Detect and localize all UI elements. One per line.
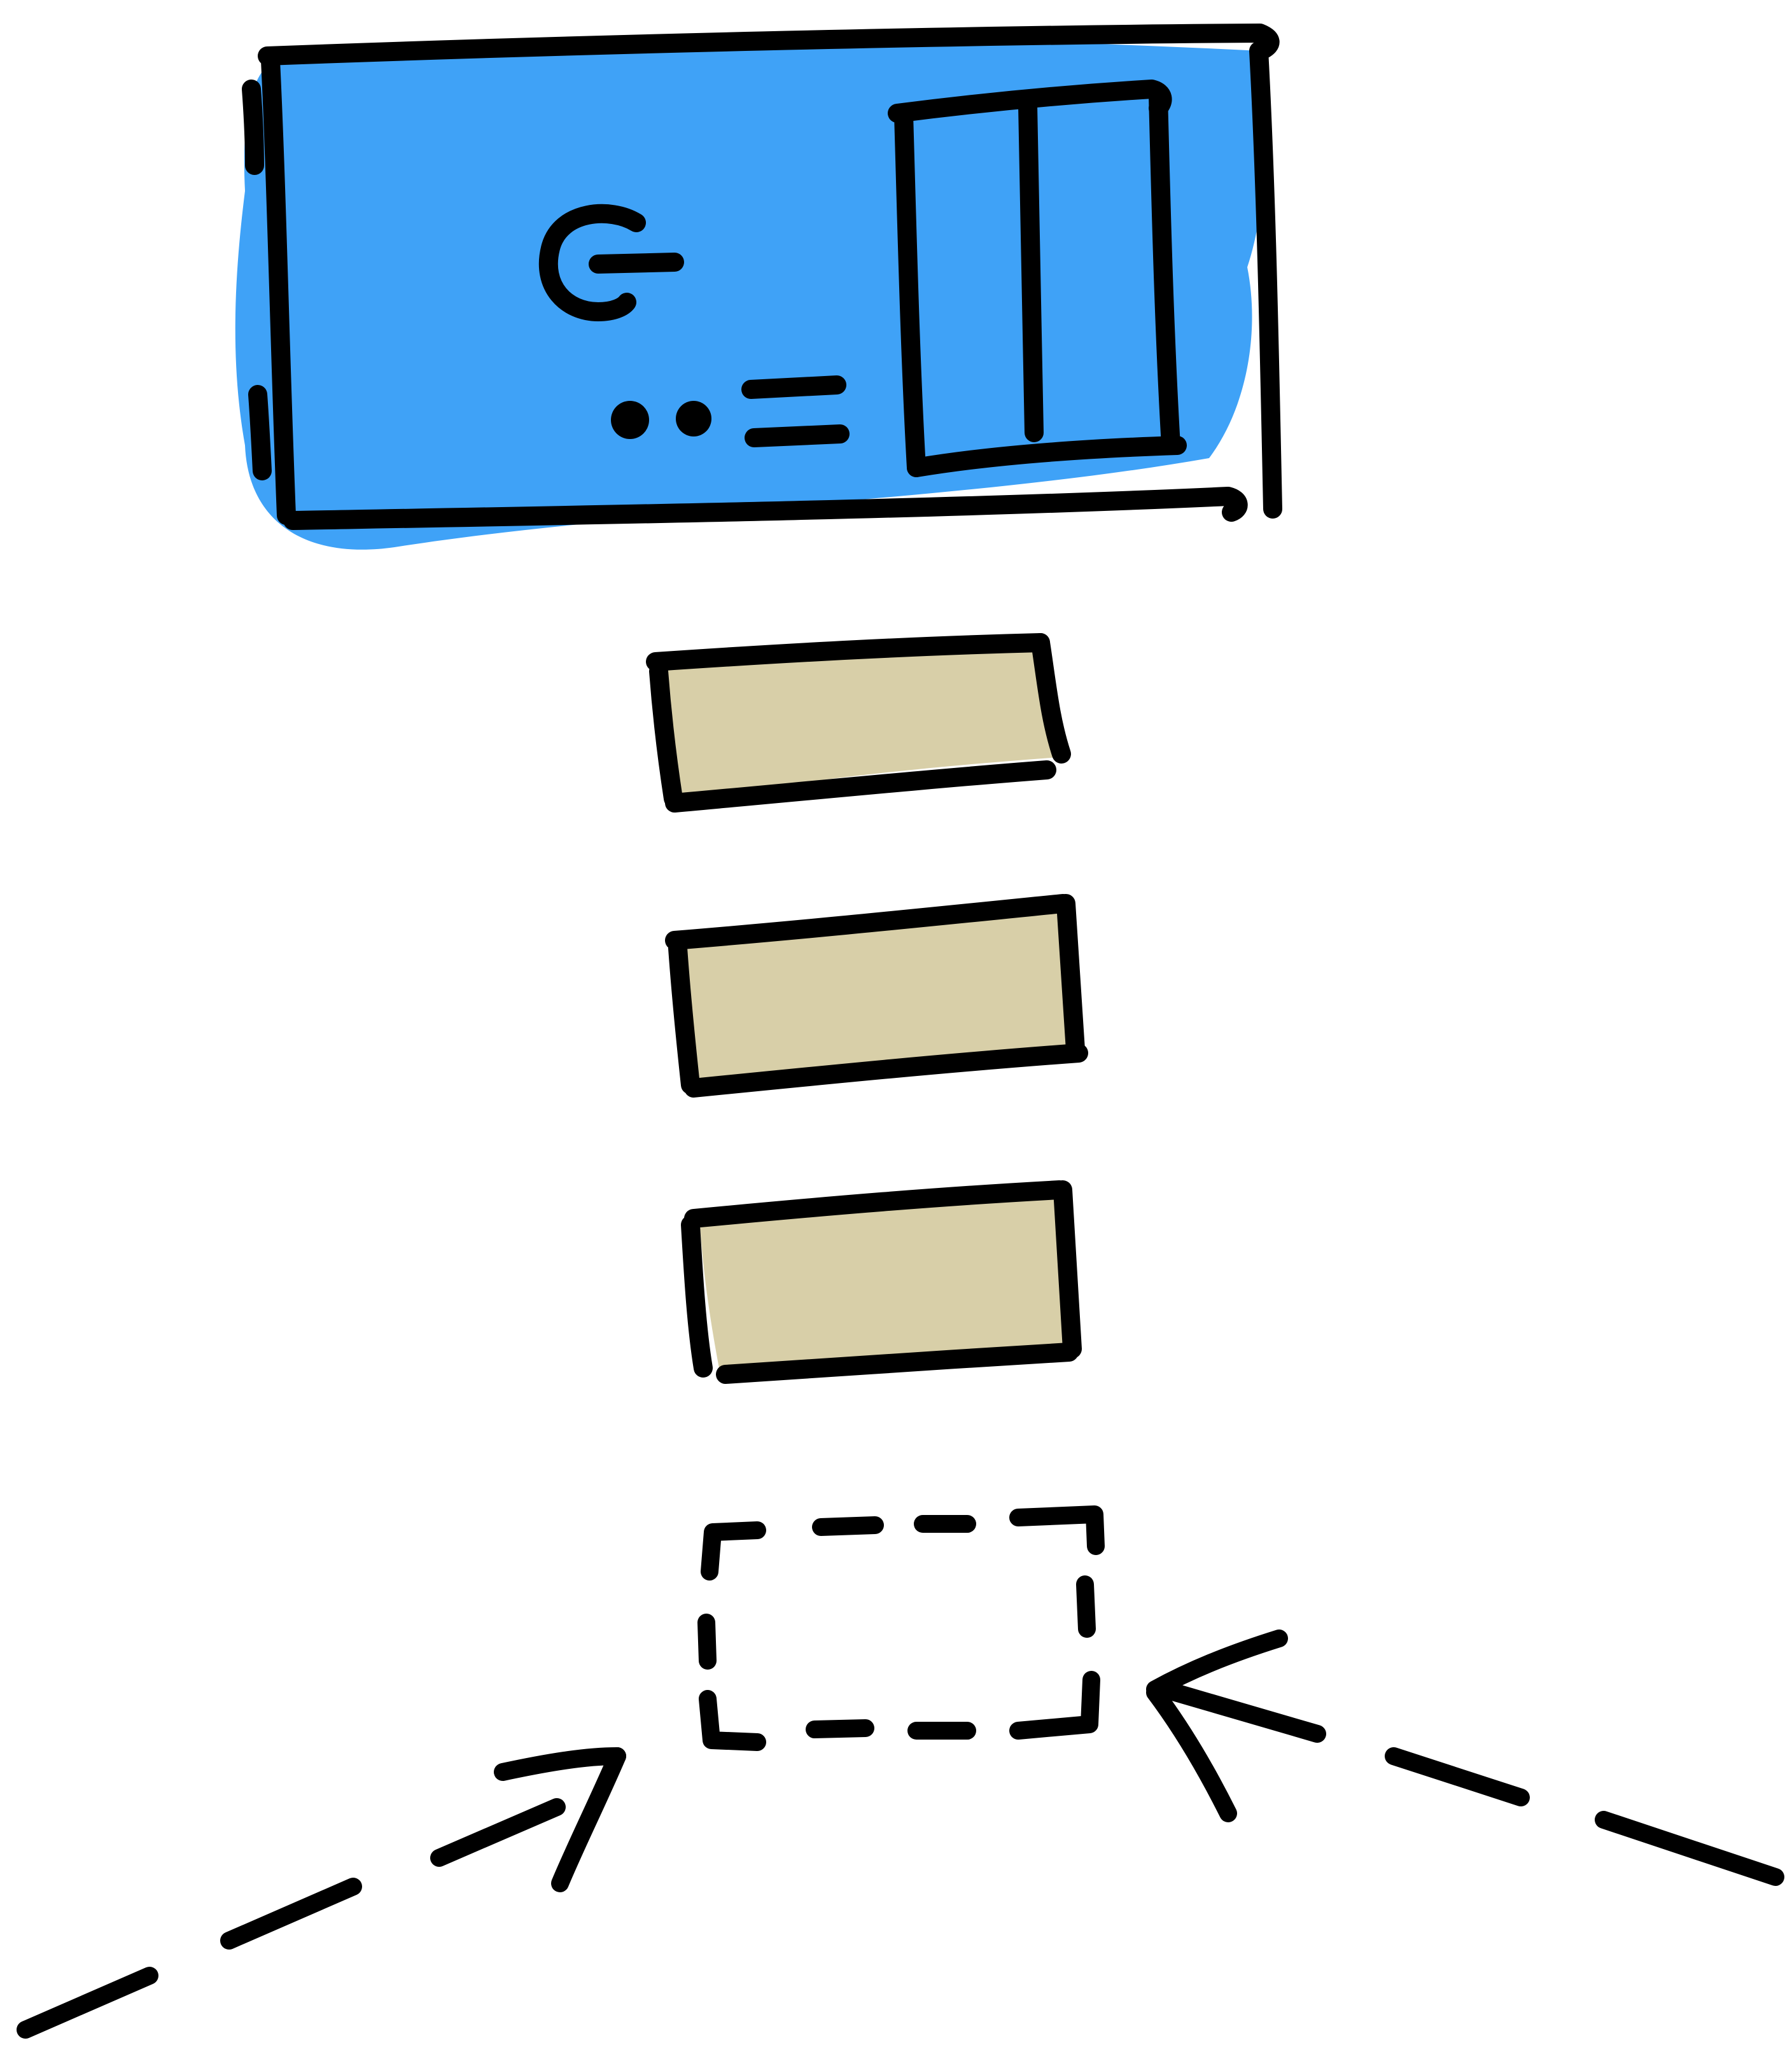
empty-slot-icon [706, 1514, 1096, 1742]
block-3 [690, 1190, 1072, 1374]
block-2 [675, 904, 1079, 1088]
server-fill [235, 38, 1267, 550]
dashed-arrow-icon-right [1155, 1638, 1775, 1877]
dashed-arrow-icon-left [25, 1756, 617, 2030]
server-unit-icon [235, 33, 1273, 550]
block-1 [655, 643, 1061, 803]
